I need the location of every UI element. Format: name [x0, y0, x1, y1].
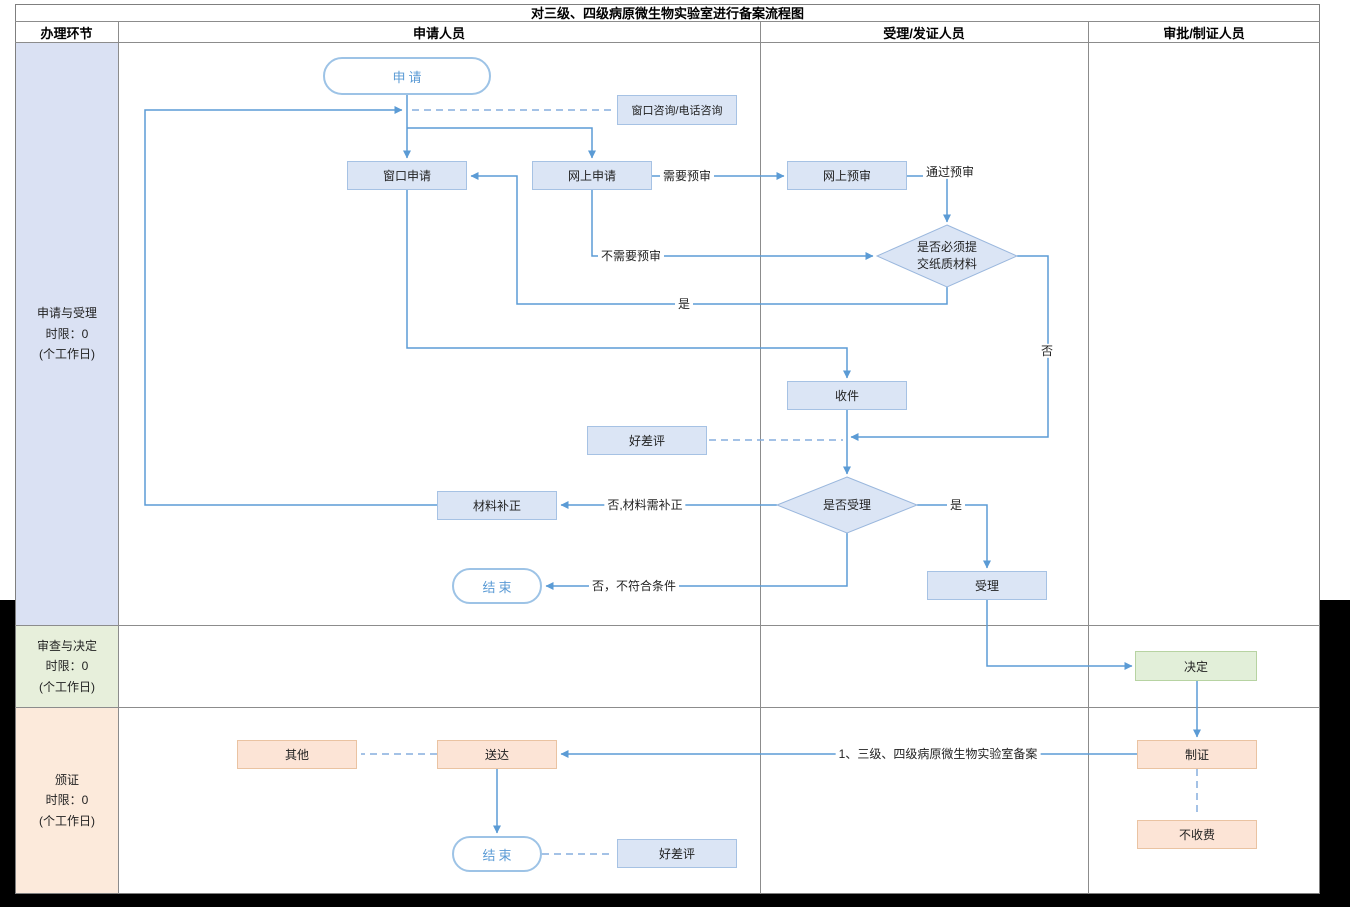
lane-label-review-decide: 审查与决定 时限：0 (个工作日) [16, 626, 118, 707]
letterbox-bottom [0, 894, 1350, 907]
column-header-acceptor: 受理/发证人员 [883, 25, 965, 41]
node-receive: 收件 [787, 381, 907, 410]
lane-label-certificate: 颁证 时限：0 (个工作日) [16, 708, 118, 893]
grid-line [760, 21, 761, 894]
node-paper-required: 是否必须提 交纸质材料 [916, 240, 977, 271]
node-other: 其他 [237, 740, 357, 769]
table-frame [15, 4, 1320, 894]
edge-supplement-loop [144, 106, 437, 506]
edge-label-yes-paper: 是 [674, 296, 694, 312]
page-title: 对三级、四级病原微生物实验室进行备案流程图 [530, 6, 804, 21]
edge-label-no-supplement: 否,材料需补正 [604, 497, 686, 513]
letterbox-right [1320, 600, 1350, 907]
diamond-paper-required-shape [875, 224, 1019, 288]
edge-apply-to-online-apply [407, 127, 596, 159]
edge-label-pass-review: 通过预审 [922, 164, 978, 180]
edge-window-apply-to-receive [406, 190, 851, 379]
edge-accept-check-to-accept [917, 504, 991, 569]
node-online-review: 网上预审 [787, 161, 907, 190]
column-header-applicant: 申请人员 [412, 25, 465, 41]
edge-label-need-review: 需要预审 [659, 168, 715, 184]
node-online-apply: 网上申请 [532, 161, 652, 190]
column-header-approver: 审批/制证人员 [1163, 25, 1245, 41]
edge-label-yes-accept: 是 [946, 497, 966, 513]
node-accept-check: 是否受理 [822, 497, 871, 512]
node-consult: 窗口咨询/电话咨询 [617, 95, 737, 125]
edge-online-review-to-paper-check [907, 175, 951, 223]
edge-label-no-reject: 否，不符合条件 [588, 578, 680, 594]
grid-line [118, 21, 119, 894]
column-header-process-step: 办理环节 [40, 25, 93, 41]
node-accept: 受理 [927, 571, 1047, 600]
grid-line [15, 625, 1320, 626]
edge-label-no-paper: 否 [1037, 343, 1057, 359]
node-supplement: 材料补正 [437, 491, 557, 520]
grid-line [1088, 21, 1089, 894]
node-decide: 决定 [1135, 651, 1257, 681]
edge-online-apply-to-paper-check [591, 190, 874, 260]
node-deliver: 送达 [437, 740, 557, 769]
node-no-fee: 不收费 [1137, 820, 1257, 849]
diamond-accept-check-shape [775, 476, 919, 534]
lane-label-apply-accept: 申请与受理 时限：0 (个工作日) [16, 43, 118, 625]
grid-line [15, 42, 1320, 43]
label-cert-item: 1、三级、四级病原微生物实验室备案 [835, 746, 1041, 762]
node-rating-2: 好差评 [617, 839, 737, 868]
node-end-1: 结束 [452, 568, 542, 604]
node-apply: 申请 [323, 57, 491, 95]
edge-accept-to-decide [986, 600, 1133, 670]
grid-line [15, 707, 1320, 708]
node-end-2: 结束 [452, 836, 542, 872]
node-window-apply: 窗口申请 [347, 161, 467, 190]
node-certify: 制证 [1137, 740, 1257, 769]
edge-label-no-need-review: 不需要预审 [597, 248, 665, 264]
edge-paper-check-yes-to-window-apply [470, 172, 948, 305]
letterbox-left [0, 600, 15, 907]
grid-line [15, 21, 1320, 22]
node-rating-1: 好差评 [587, 426, 707, 455]
